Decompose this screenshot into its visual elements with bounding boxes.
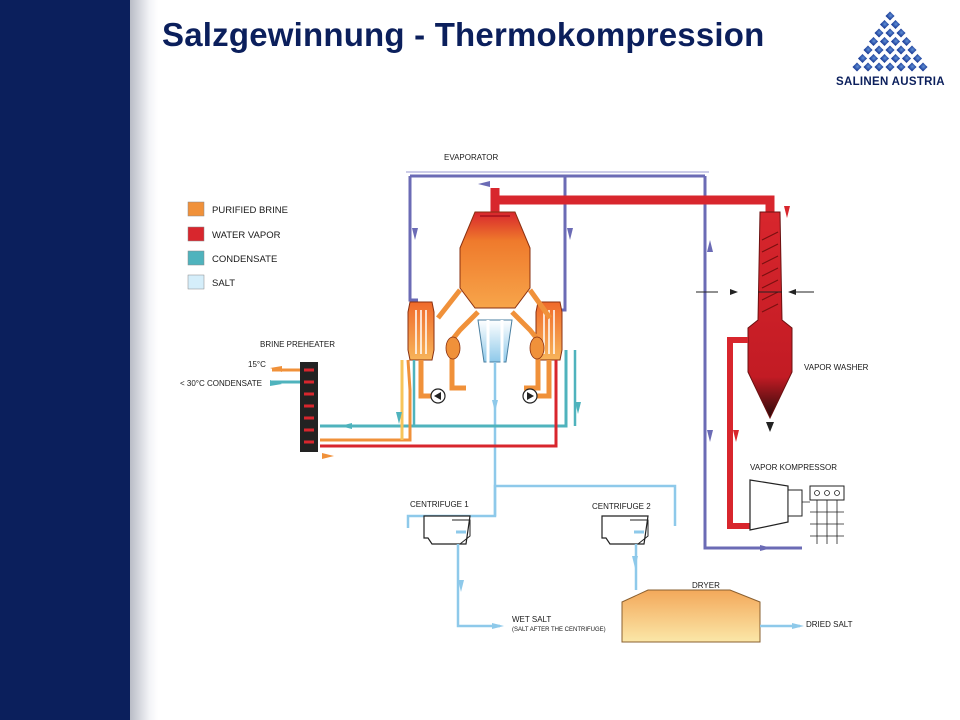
flow-arrows	[270, 181, 814, 629]
sidebar-band	[0, 0, 130, 720]
logo-dot	[912, 53, 923, 64]
salinen-austria-logo-icon	[852, 11, 928, 72]
logo-dot	[901, 53, 912, 64]
label-evaporator: EVAPORATOR	[444, 153, 498, 162]
logo-dot	[879, 53, 890, 64]
logo-dot	[868, 36, 879, 47]
logo-dot	[863, 45, 873, 55]
sidebar-shadow	[130, 0, 158, 720]
logo-dot	[879, 36, 890, 47]
pump-right-icon	[522, 388, 538, 404]
dryer	[621, 589, 800, 643]
logo-dot	[857, 53, 868, 64]
logo-dot	[874, 45, 884, 55]
vapor-line	[490, 188, 775, 220]
logo-text: SALINEN AUSTRIA	[836, 76, 945, 88]
vapor-washer	[747, 211, 793, 420]
small-vessel-right	[529, 336, 545, 360]
legend-swatch-water-vapor	[187, 226, 205, 242]
logo-dot	[890, 36, 901, 47]
label-centrifuge-2: CENTRIFUGE 2	[592, 502, 651, 511]
legend-swatch-condensate	[187, 250, 205, 266]
label-brine-preheater: BRINE PREHEATER	[260, 340, 335, 349]
logo-dot	[885, 62, 895, 72]
preheater-lines	[320, 350, 577, 448]
logo-dot	[874, 62, 884, 72]
vapor-kompressor	[749, 479, 845, 544]
logo-dot	[885, 28, 895, 38]
thermocompression-diagram: PURIFIED BRINE WATER VAPOR CONDENSATE SA…	[180, 153, 869, 643]
logo-dot	[885, 11, 895, 21]
vapor-to-compressor	[727, 337, 752, 529]
logo-dot	[907, 62, 917, 72]
circulation-lines	[418, 288, 553, 399]
loop-top-left	[408, 176, 418, 302]
brine-preheater	[272, 362, 318, 452]
label-dried-salt: DRIED SALT	[806, 620, 853, 629]
label-condensate-out: < 30°C CONDENSATE	[180, 379, 262, 388]
heater-left	[407, 301, 435, 361]
small-vessel-left	[445, 336, 461, 360]
logo-dot	[879, 19, 890, 30]
logo-dot	[874, 28, 884, 38]
legend: PURIFIED BRINE WATER VAPOR CONDENSATE SA…	[187, 201, 288, 290]
logo-dot	[868, 53, 879, 64]
logo-dot	[863, 62, 873, 72]
logo-dot	[896, 28, 906, 38]
logo-dot	[907, 45, 917, 55]
centrifuge-1	[423, 515, 500, 628]
logo-dot	[890, 19, 901, 30]
label-temp-in: 15°C	[248, 360, 266, 369]
label-vapor-kompressor: VAPOR KOMPRESSOR	[750, 463, 837, 472]
pump-left-icon	[430, 388, 446, 404]
legend-label-salt: SALT	[212, 278, 235, 289]
legend-label-condensate: CONDENSATE	[212, 254, 277, 265]
legend-label-water-vapor: WATER VAPOR	[212, 230, 281, 241]
slide-title: Salzgewinnung - Thermokompression	[162, 16, 765, 53]
centrifuge-2	[601, 515, 649, 590]
logo-dot	[852, 62, 862, 72]
legend-swatch-salt	[187, 274, 205, 290]
legend-swatch-purified-brine	[187, 201, 205, 217]
logo-dot	[896, 45, 906, 55]
label-centrifuge-1: CENTRIFUGE 1	[410, 500, 469, 509]
logo-dot	[918, 62, 928, 72]
label-vapor-washer: VAPOR WASHER	[804, 363, 869, 372]
label-dryer: DRYER	[692, 581, 720, 590]
label-wet-salt-note: (SALT AFTER THE CENTRIFUGE)	[512, 627, 606, 633]
logo-dot	[901, 36, 912, 47]
logo-dot	[885, 45, 895, 55]
logo-dot	[896, 62, 906, 72]
evaporator	[459, 211, 531, 309]
logo-dot	[890, 53, 901, 64]
label-wet-salt: WET SALT	[512, 615, 551, 624]
legend-label-purified-brine: PURIFIED BRINE	[212, 205, 288, 216]
